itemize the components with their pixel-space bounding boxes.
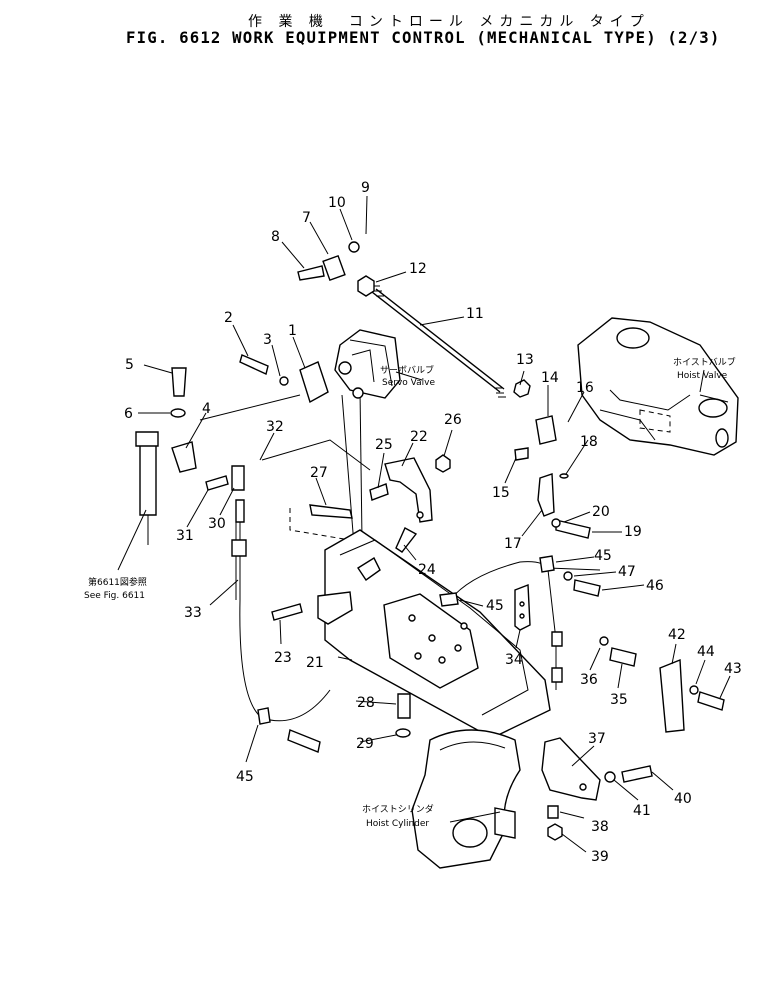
part-number: 12: [409, 261, 427, 277]
leader-lines: [117, 195, 731, 853]
part-number: 42: [668, 627, 686, 643]
part-number: 47: [618, 564, 636, 580]
bracket-37: [541, 737, 601, 801]
part-number: 34: [505, 652, 523, 668]
part-number: 45: [236, 769, 254, 785]
servo-valve-label-en: Servo Valve: [382, 378, 435, 388]
part-number: 25: [375, 437, 393, 453]
part-number: 5: [125, 357, 134, 373]
cable-assembly-left: [135, 431, 159, 545]
part-number: 38: [591, 819, 609, 835]
part-number: 18: [580, 434, 598, 450]
part-number: 30: [208, 516, 226, 532]
callout-see-fig: 第6611図参照 See Fig. 6611: [84, 576, 147, 601]
part-numbers: 1 2 3 4 5 6 7 8 9 10 11 12 13 14 15 16 1…: [124, 180, 742, 865]
part-number: 15: [492, 485, 510, 501]
part-number: 39: [591, 849, 609, 865]
part-number: 4: [202, 401, 211, 417]
bracket-34: [514, 583, 531, 631]
servo-valve: [334, 329, 401, 399]
lever-bracket-22: [384, 457, 433, 523]
hoist-cylinder-label-jp: ホイストシリンダ: [362, 803, 434, 815]
part-number: 33: [184, 605, 202, 621]
see-fig-label-jp: 第6611図参照: [88, 576, 147, 588]
part-number: 29: [356, 736, 374, 752]
hoist-valve-label-jp: ホイストバルブ: [673, 356, 736, 368]
title-japanese: 作 業 機 コントロール メカニカル タイプ: [248, 14, 650, 30]
part-number: 8: [271, 229, 280, 245]
hoist-valve: [577, 317, 739, 456]
part-number: 13: [516, 352, 534, 368]
part-number: 17: [504, 536, 522, 552]
see-fig-label-en: See Fig. 6611: [84, 591, 145, 601]
part-number: 35: [610, 692, 628, 708]
rod-11: [371, 285, 506, 398]
figure-title: FIG. 6612 WORK EQUIPMENT CONTROL (MECHAN…: [126, 28, 721, 47]
part-number: 3: [263, 332, 272, 348]
part-number: 6: [124, 406, 133, 422]
plate-42: [659, 658, 685, 733]
hardware-parts: [170, 241, 725, 841]
part-number: 9: [361, 180, 370, 196]
hoist-cylinder: [411, 729, 521, 869]
part-number: 14: [541, 370, 559, 386]
callout-hoist-valve: ホイストバルブ Hoist Valve: [673, 356, 736, 381]
part-number: 11: [466, 306, 484, 322]
part-number: 36: [580, 672, 598, 688]
part-number: 23: [274, 650, 292, 666]
part-number: 45: [594, 548, 612, 564]
part-number: 46: [646, 578, 664, 594]
part-number: 44: [697, 644, 715, 660]
part-number: 27: [310, 465, 328, 481]
part-number: 22: [410, 429, 428, 445]
part-number: 28: [357, 695, 375, 711]
part-number: 37: [588, 731, 606, 747]
part-number: 32: [266, 419, 284, 435]
part-number: 16: [576, 380, 594, 396]
part-number: 24: [418, 562, 436, 578]
part-number: 41: [633, 803, 651, 819]
part-number: 45: [486, 598, 504, 614]
hoist-cylinder-label-en: Hoist Cylinder: [366, 819, 429, 829]
part-number: 40: [674, 791, 692, 807]
callout-servo-valve: サーボバルブ Servo Valve: [380, 364, 435, 388]
part-number: 1: [288, 323, 297, 339]
part-number: 21: [306, 655, 324, 671]
part-number: 31: [176, 528, 194, 544]
part-number: 20: [592, 504, 610, 520]
part-number: 43: [724, 661, 742, 677]
callout-hoist-cylinder: ホイストシリンダ Hoist Cylinder: [362, 803, 434, 829]
frame-bracket-21: [317, 529, 551, 739]
part-number: 19: [624, 524, 642, 540]
part-number: 10: [328, 195, 346, 211]
hoist-valve-label-en: Hoist Valve: [677, 371, 728, 381]
part-number: 7: [302, 210, 311, 226]
part-number: 26: [444, 412, 462, 428]
servo-valve-label-jp: サーボバルブ: [380, 364, 434, 376]
part-number: 2: [224, 310, 233, 326]
